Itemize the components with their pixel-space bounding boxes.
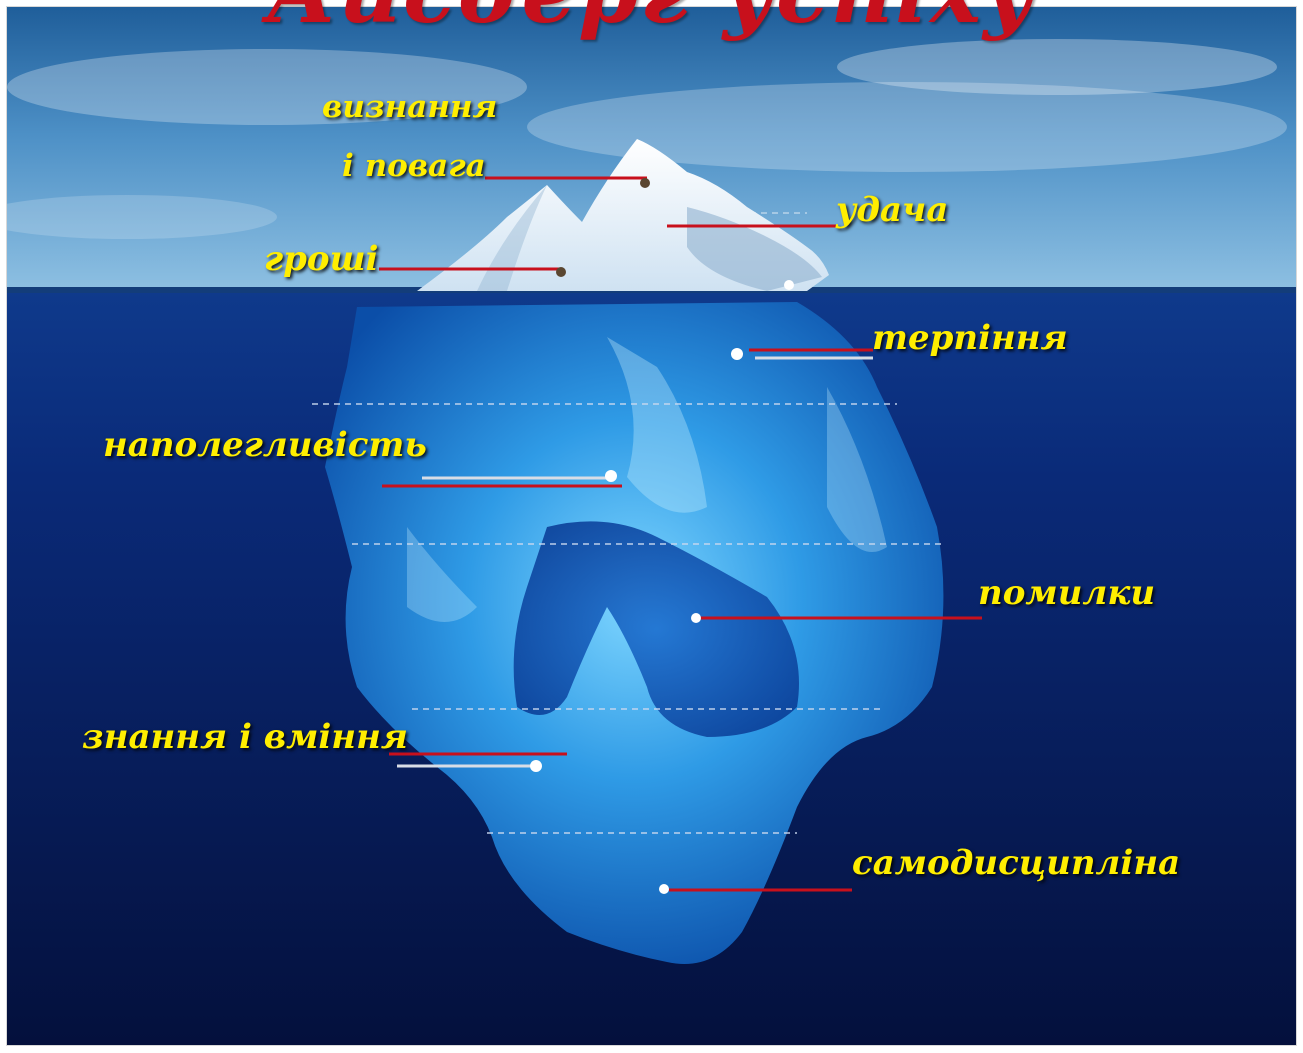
label-money: гроші <box>264 242 378 276</box>
label-mistakes: помилки <box>978 576 1155 610</box>
marker-dot <box>691 613 701 623</box>
label-recognition-line1: визнання <box>322 92 497 123</box>
marker-dot <box>640 178 650 188</box>
marker-dot <box>731 348 743 360</box>
marker-dot <box>530 760 542 772</box>
marker-dot <box>659 884 669 894</box>
iceberg-scene <box>6 6 1297 1046</box>
label-patience: терпіння <box>872 321 1068 355</box>
marker-dot <box>556 267 566 277</box>
cloud <box>837 39 1277 95</box>
iceberg-illustration <box>7 7 1297 1046</box>
marker-dot <box>605 470 617 482</box>
marker-dot <box>784 280 794 290</box>
label-knowledge: знання і вміння <box>82 720 408 754</box>
label-luck: удача <box>836 193 948 227</box>
label-persistence: наполегливість <box>103 428 427 462</box>
label-discipline: самодисципліна <box>852 846 1180 880</box>
label-recognition-line2: і повага <box>342 151 486 182</box>
